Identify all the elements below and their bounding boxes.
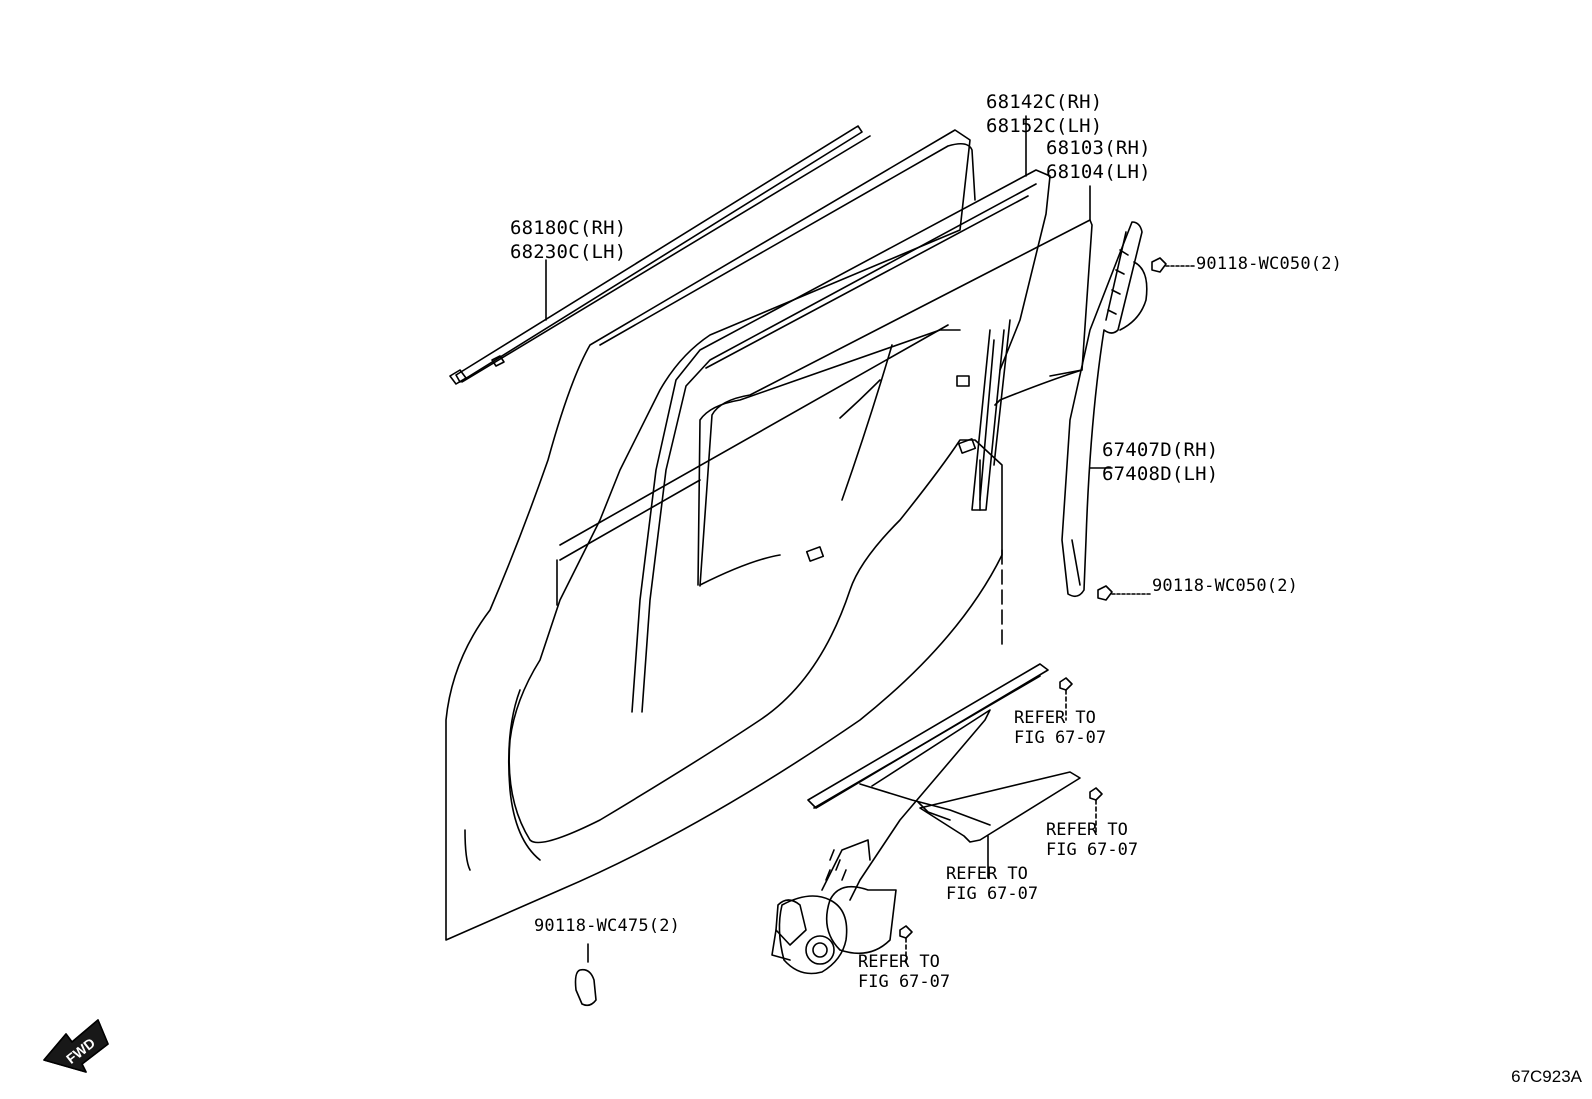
figure-code: 67C923A: [1511, 1067, 1582, 1086]
bolt-lower-icon: [1097, 585, 1151, 601]
belt-molding: [449, 125, 871, 385]
label-run-channel: 68142C(RH) 68152C(LH): [986, 90, 1102, 138]
ref-label-4: REFER TO FIG 67-07: [858, 952, 951, 992]
belt-molding-rh: 68180C(RH): [510, 217, 627, 239]
label-belt-molding: 68180C(RH) 68230C(LH): [510, 216, 626, 264]
ref-label-3: REFER TO FIG 67-07: [946, 864, 1039, 904]
hole-plug-icon: [574, 943, 597, 1007]
label-hole-plug: 90118-WC475(2): [534, 916, 681, 936]
ref-label-2: REFER TO FIG 67-07: [1046, 820, 1139, 860]
fwd-arrow-icon: [43, 1019, 109, 1073]
sash-channel: [1061, 221, 1148, 598]
belt-molding-lh: 68230C(LH): [510, 241, 627, 263]
ref-label-1: REFER TO FIG 67-07: [1014, 708, 1107, 748]
label-sash-channel: 67407D(RH) 67408D(LH): [1102, 438, 1218, 486]
sash-channel-lh: 67408D(LH): [1102, 463, 1219, 485]
window-regulator: [771, 663, 1103, 975]
run-channel-rh: 68142C(RH): [986, 91, 1103, 113]
door-panel: [445, 129, 1003, 941]
door-glass: [699, 185, 1093, 587]
run-channel-lh: 68152C(LH): [986, 115, 1103, 137]
label-door-glass: 68103(RH) 68104(LH): [1046, 136, 1151, 184]
run-channel: [631, 115, 1051, 713]
door-glass-rh: 68103(RH): [1046, 137, 1151, 159]
label-bolt-upper: 90118-WC050(2): [1196, 254, 1343, 274]
sash-channel-rh: 67407D(RH): [1102, 439, 1219, 461]
bolt-upper-icon: [1151, 257, 1195, 273]
door-glass-lh: 68104(LH): [1046, 161, 1151, 183]
label-bolt-lower: 90118-WC050(2): [1152, 576, 1299, 596]
